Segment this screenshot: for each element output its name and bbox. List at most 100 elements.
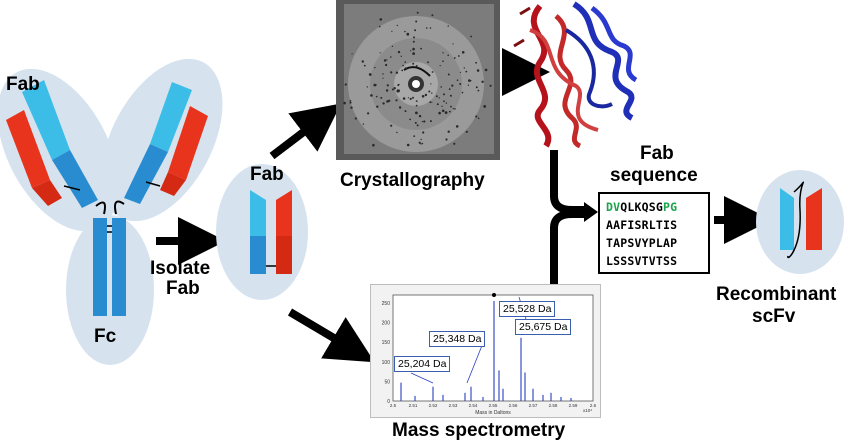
diffraction-spot — [412, 40, 415, 43]
diffraction-spot — [414, 29, 417, 32]
diffraction-spot — [415, 100, 418, 102]
diffraction-image — [336, 0, 500, 160]
diffraction-spot — [386, 84, 389, 87]
sequence-box: DVQLKQSGPG AAFISRLTIS TAPSVYPLAP LSSSVTV… — [598, 192, 710, 274]
diffraction-spot — [415, 65, 418, 67]
isolated-fab-light-lower — [250, 236, 266, 274]
isolated-fab-heavy-upper — [276, 190, 292, 236]
diffraction-spot — [470, 35, 472, 38]
diffraction-spot — [412, 52, 415, 55]
diffraction-spot — [461, 51, 465, 54]
mass-spec-xtick: 2.54 — [469, 403, 478, 408]
diffraction-spot — [396, 24, 398, 27]
recombinant-label: Recombinant — [716, 284, 837, 305]
sequence-segment: PG — [663, 200, 678, 214]
diffraction-spot — [404, 30, 406, 33]
diffraction-spot — [477, 117, 480, 120]
mass-spec-ytick: 250 — [382, 301, 391, 307]
mass-spec-xexponent: x10⁴ — [583, 408, 592, 413]
diffraction-spot — [447, 25, 449, 27]
diffraction-spot — [477, 89, 480, 92]
fab-label-antibody: Fab — [6, 74, 40, 95]
diffraction-spot — [475, 86, 478, 89]
diffraction-spot — [416, 11, 419, 14]
left-arm-disulfide — [63, 185, 81, 191]
scfv-light-domain — [780, 188, 794, 250]
mass-spec-xtick: 2.6 — [590, 403, 597, 408]
peak-label: 25,675 Da — [515, 319, 572, 335]
diffraction-spot — [438, 111, 441, 115]
diffraction-spot — [416, 124, 419, 127]
diffraction-spot — [442, 52, 444, 54]
isolated-fab-heavy-lower — [276, 236, 292, 274]
diffraction-spot — [459, 83, 462, 85]
diffraction-spot — [382, 73, 384, 75]
diffraction-spot — [441, 109, 445, 113]
diffraction-spot — [442, 60, 444, 62]
diffraction-spot — [453, 142, 456, 145]
fab-sequence-title-line1: Fab — [640, 143, 674, 164]
diffraction-spot — [409, 118, 411, 121]
peak-label: 25,528 Da — [499, 301, 556, 317]
fc-ellipse — [66, 215, 154, 365]
diffraction-spot — [396, 131, 398, 134]
mass-spec-ytick: 150 — [382, 340, 391, 346]
diffraction-spot — [395, 99, 398, 102]
right-arm-heavy-chain-upper — [168, 106, 208, 180]
hinge — [95, 200, 125, 215]
diffraction-spot — [489, 84, 492, 87]
diffraction-spot — [414, 121, 417, 124]
scfv — [756, 170, 844, 274]
diffraction-spot — [398, 106, 402, 109]
sequence-line: DVQLKQSGPG — [606, 198, 708, 216]
diffraction-spot — [450, 105, 452, 108]
diffraction-spot — [363, 64, 366, 67]
sequence-segment: DV — [606, 200, 621, 214]
diffraction-spot — [386, 59, 388, 61]
mass-spec-ytick: 0 — [387, 399, 390, 405]
left-arm-light-chain-upper — [22, 80, 70, 160]
mass-spec-xlabel: Mass in Daltons — [475, 410, 511, 416]
diffraction-spot — [391, 45, 394, 47]
diffraction-spot — [443, 100, 445, 103]
mass-spec-ytick: 200 — [382, 321, 391, 327]
sequence-segment: QLKQSG — [620, 200, 663, 214]
diffraction-spot — [452, 108, 454, 110]
diffraction-spot — [372, 143, 375, 147]
diffraction-spot — [427, 61, 429, 63]
diffraction-spot — [435, 95, 438, 98]
diffraction-spot — [397, 84, 399, 87]
diffraction-spot — [463, 67, 465, 69]
converge-arrowhead — [584, 202, 598, 222]
diffraction-spot — [475, 61, 477, 64]
diffraction-spot — [349, 101, 352, 104]
mass-spec-xtick: 2.55 — [489, 403, 498, 408]
diffraction-spot — [376, 105, 379, 108]
diffraction-spot — [390, 71, 393, 74]
scfv-heavy-domain — [806, 188, 822, 250]
fab-label-isolated: Fab — [250, 164, 284, 185]
diffraction-spot — [470, 80, 472, 82]
right-arm-light-chain-lower — [124, 144, 168, 204]
diffraction-spot — [418, 141, 421, 144]
diffraction-spot — [375, 84, 377, 86]
diffraction-spot — [420, 47, 422, 50]
isolated-fab — [216, 164, 308, 300]
diffraction-spot — [431, 14, 434, 17]
diffraction-spot — [350, 106, 353, 109]
fc-chain-left — [93, 218, 107, 316]
diffraction-spot — [382, 102, 385, 105]
diffraction-spot — [385, 89, 389, 92]
diffraction-spot — [385, 63, 388, 67]
peak-label: 25,348 Da — [429, 331, 486, 347]
diffraction-spot — [430, 83, 432, 85]
diffraction-spot — [467, 84, 470, 86]
diffraction-spot — [386, 100, 389, 103]
diffraction-spot — [428, 90, 431, 93]
diffraction-spot — [455, 125, 459, 128]
left-arm-heavy-chain-lower — [32, 180, 62, 206]
scfv-label: scFv — [752, 306, 796, 327]
diffraction-spot — [415, 111, 418, 115]
diffraction-spot — [413, 135, 416, 138]
